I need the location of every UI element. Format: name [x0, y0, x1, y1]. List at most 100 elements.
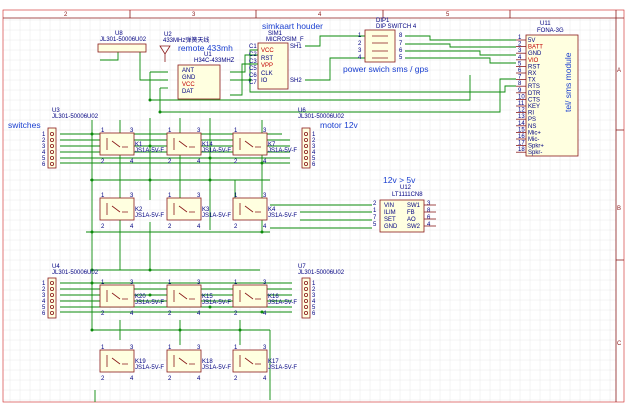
frame-col-label: 2	[64, 12, 68, 18]
relay-body	[166, 132, 202, 156]
u11-ref: U11	[540, 21, 551, 27]
relay-pin-number: 1	[168, 345, 172, 351]
u12-pin-label: FB	[407, 210, 415, 216]
connector-pin-number: 5	[42, 156, 46, 162]
relay-contact	[173, 290, 195, 302]
u7-ref: U7	[298, 264, 306, 270]
relay-body	[232, 284, 268, 308]
relay-body	[99, 132, 135, 156]
sim1-pin: IO	[261, 78, 268, 84]
u3-ref: U3	[52, 108, 60, 114]
u6-ref: U6	[298, 108, 306, 114]
relay-pin-number: 4	[130, 376, 134, 382]
relay-pin-number: 2	[234, 311, 238, 317]
relay-contact	[173, 138, 195, 150]
connector-pin-number: 5	[42, 305, 46, 311]
relay-pin-number: 4	[130, 224, 134, 230]
relay-value: JS1A-5V-F	[202, 213, 231, 219]
u11-pin-number: 13	[518, 114, 525, 120]
connector-pin-number: 6	[42, 162, 46, 168]
relay-contact	[173, 203, 195, 215]
relay-value: JS1A-5V-F	[202, 365, 231, 371]
sim1-left-pin: C7	[249, 80, 257, 86]
u12-pin-label: SW2	[407, 224, 421, 230]
u11-pin-number: 10	[518, 94, 525, 100]
relay-contact	[106, 203, 128, 215]
u11-pin-number: 8	[518, 81, 522, 87]
relay-contact	[106, 290, 128, 302]
u12-pin-number: 8	[427, 208, 431, 214]
connector-pin-number: 3	[312, 293, 316, 299]
relay-pin-number: 1	[101, 345, 105, 351]
relay-pin-number: 2	[234, 159, 238, 165]
u12-pin-label: SET	[384, 217, 396, 223]
u11-pin-label: DTR	[528, 91, 541, 97]
u2-ref: U2	[164, 32, 172, 38]
note-tel-module: tel/ sms module	[563, 52, 573, 112]
relay-pin-number: 1	[168, 280, 172, 286]
relay-pin-number: 3	[197, 280, 201, 286]
connector-pin	[50, 131, 55, 136]
relay-pin-number: 1	[101, 193, 105, 199]
u12-ref: U12	[400, 185, 412, 191]
relay-ref: K1	[135, 142, 143, 148]
u12-pin-number: 1	[373, 208, 377, 214]
relay-pin-number: 4	[130, 311, 134, 317]
sim1-pin: VPP	[261, 63, 273, 69]
sim1-shield-pin: SH2	[290, 78, 302, 84]
sim1-pin: RST	[261, 56, 273, 62]
junction-dot	[148, 268, 152, 272]
junction-dot	[178, 328, 182, 332]
relay-value: JS1A-5V-F	[135, 365, 164, 371]
u11-pin-label: Spkr+	[528, 144, 544, 150]
u11-pin-label: GND	[528, 51, 542, 57]
connector-pin-number: 3	[42, 144, 46, 150]
relay-value: JS1A-5V-F	[135, 213, 164, 219]
u1-pin: VCC	[182, 82, 195, 88]
relay-pin-number: 3	[197, 345, 201, 351]
u3-value: JL301-50006U02	[52, 114, 99, 120]
u11-pin-label: Mic-	[528, 137, 539, 143]
relay-value: JS1A-5V-F	[268, 365, 297, 371]
connector-pin	[303, 310, 308, 315]
junction-dot	[260, 230, 264, 234]
u11-pin-number: 5	[518, 61, 522, 67]
connector-pin	[50, 286, 55, 291]
connector-pin-number: 3	[312, 144, 316, 150]
relay-contact	[239, 203, 261, 215]
sim1-ref: SIM1	[268, 31, 283, 37]
u11-pin-label: Mic+	[528, 130, 541, 136]
relay-pin-number: 2	[168, 311, 172, 317]
u11-pin-label: CTS	[528, 97, 540, 103]
u11-pin-number: 12	[518, 108, 525, 114]
junction-dot	[158, 110, 162, 114]
sheet-frame: 2 3 4 5 A B C	[2, 9, 625, 403]
dip1-pin: 5	[399, 55, 403, 61]
relay-pin-number: 1	[234, 345, 238, 351]
connector-pin	[303, 304, 308, 309]
junction-dot	[148, 178, 152, 182]
connector-pin-number: 4	[42, 299, 46, 305]
relay-contact	[239, 355, 261, 367]
relay-pin-number: 2	[234, 224, 238, 230]
frame-row-label: A	[617, 68, 621, 74]
relay-ref: K18	[202, 359, 213, 365]
sim1-left-pin: C5	[249, 66, 257, 72]
relay-ref: K14	[202, 142, 213, 148]
dip1-pin: 8	[399, 33, 403, 39]
connector-pin	[50, 292, 55, 297]
connector-pin-number: 4	[42, 150, 46, 156]
u7-value: JL301-50006U02	[298, 270, 345, 276]
relay-ref: K4	[268, 207, 276, 213]
u11-pin-number: 7	[518, 75, 522, 81]
connector-pin	[303, 298, 308, 303]
connector-pin	[50, 280, 55, 285]
dip1-value: DIP SWITCH 4	[376, 24, 417, 30]
junction-dot	[208, 305, 212, 309]
relay-ref: K17	[268, 359, 279, 365]
dip1-pin: 4	[358, 55, 362, 61]
